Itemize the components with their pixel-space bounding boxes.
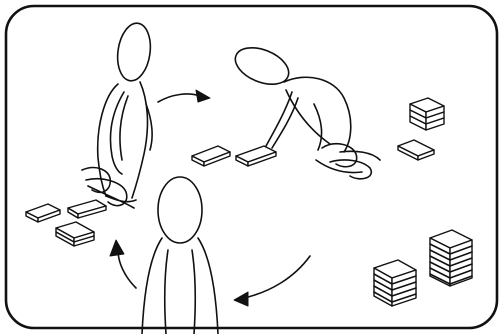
standing-person-left (81, 22, 153, 209)
right-small-books (397, 97, 445, 161)
book (235, 145, 277, 167)
left-books (25, 199, 107, 247)
back-arm (145, 103, 153, 151)
bottom-left-arrow (109, 239, 137, 289)
head (157, 176, 203, 244)
arms (163, 249, 197, 334)
arm (109, 91, 129, 175)
head (116, 22, 152, 82)
frame-border (4, 4, 499, 330)
middle-books (191, 145, 277, 167)
reaching-arm (265, 91, 299, 149)
book-pair (55, 221, 95, 247)
small-book-stack (409, 97, 445, 131)
book (67, 199, 107, 219)
head (234, 47, 290, 85)
crouching-person (234, 47, 381, 180)
body (141, 237, 219, 334)
torso (96, 81, 149, 199)
legs (81, 166, 137, 209)
book (397, 139, 435, 161)
book (191, 145, 231, 167)
legs (315, 142, 381, 180)
top-arrow (157, 89, 211, 103)
tall-book-stack (429, 229, 473, 287)
arm (313, 103, 323, 151)
torso (283, 76, 352, 153)
bottom-right-arrow (233, 255, 311, 307)
standing-person-front (141, 176, 219, 334)
bottom-right-stacks (373, 229, 473, 307)
short-book-stack (373, 259, 417, 307)
book (25, 203, 61, 223)
